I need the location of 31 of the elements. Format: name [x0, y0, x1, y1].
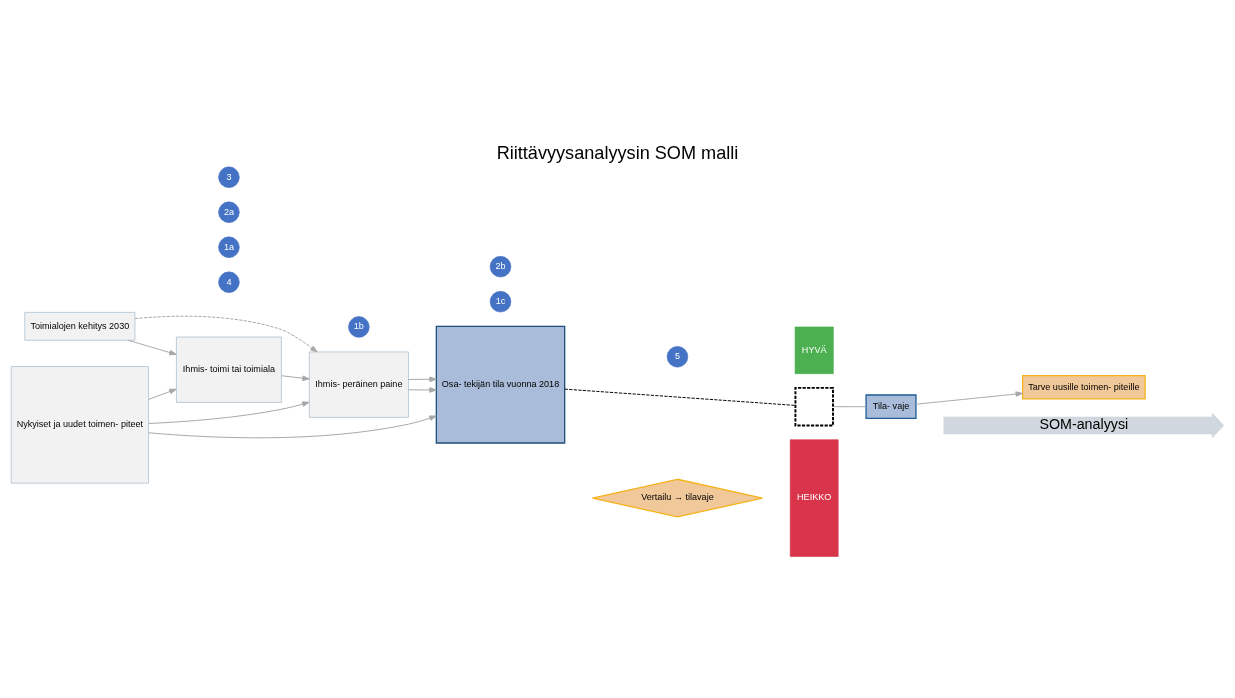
node-box	[794, 386, 834, 427]
arrow	[148, 415, 437, 439]
arrow	[134, 315, 318, 353]
node-circle: 1b	[348, 316, 370, 338]
node-box: Nykyiset ja uudet toimen- piteet	[10, 366, 149, 484]
node-box: Toimialojen kehitys 2030	[24, 312, 136, 341]
node-box: Tarve uusille toimen- piteille	[1021, 374, 1146, 400]
node-box: HEIKKO	[789, 439, 839, 557]
node-circle: 1a	[218, 236, 240, 258]
node-circle: 3	[218, 166, 240, 188]
node-box: Ihmis- peräinen paine	[309, 351, 409, 418]
connector	[832, 406, 867, 408]
node-circle: 5	[666, 346, 689, 368]
node-diamond: Vertailu → tilavaje	[591, 478, 763, 518]
arrow	[915, 391, 1023, 405]
node-box: Tila- vaje	[865, 394, 917, 419]
arrow	[148, 401, 310, 424]
connector	[564, 388, 796, 406]
node-box: HYVÄ	[794, 326, 834, 374]
arrow	[148, 388, 177, 400]
node-circle: 1c	[489, 291, 512, 313]
arrow	[127, 339, 177, 356]
node-circle: 2a	[218, 201, 240, 223]
arrow	[281, 375, 310, 381]
diagram-title: Riittävyysanalyysin SOM malli	[496, 142, 739, 163]
node-box: Ihmis- toimi tai toimiala	[176, 336, 282, 403]
arrow	[408, 387, 437, 393]
arrow	[408, 376, 437, 383]
node-circle: 4	[218, 271, 240, 293]
node-circle: 2b	[489, 256, 512, 278]
node-box: Osa- tekijän tila vuonna 2018	[435, 325, 566, 444]
